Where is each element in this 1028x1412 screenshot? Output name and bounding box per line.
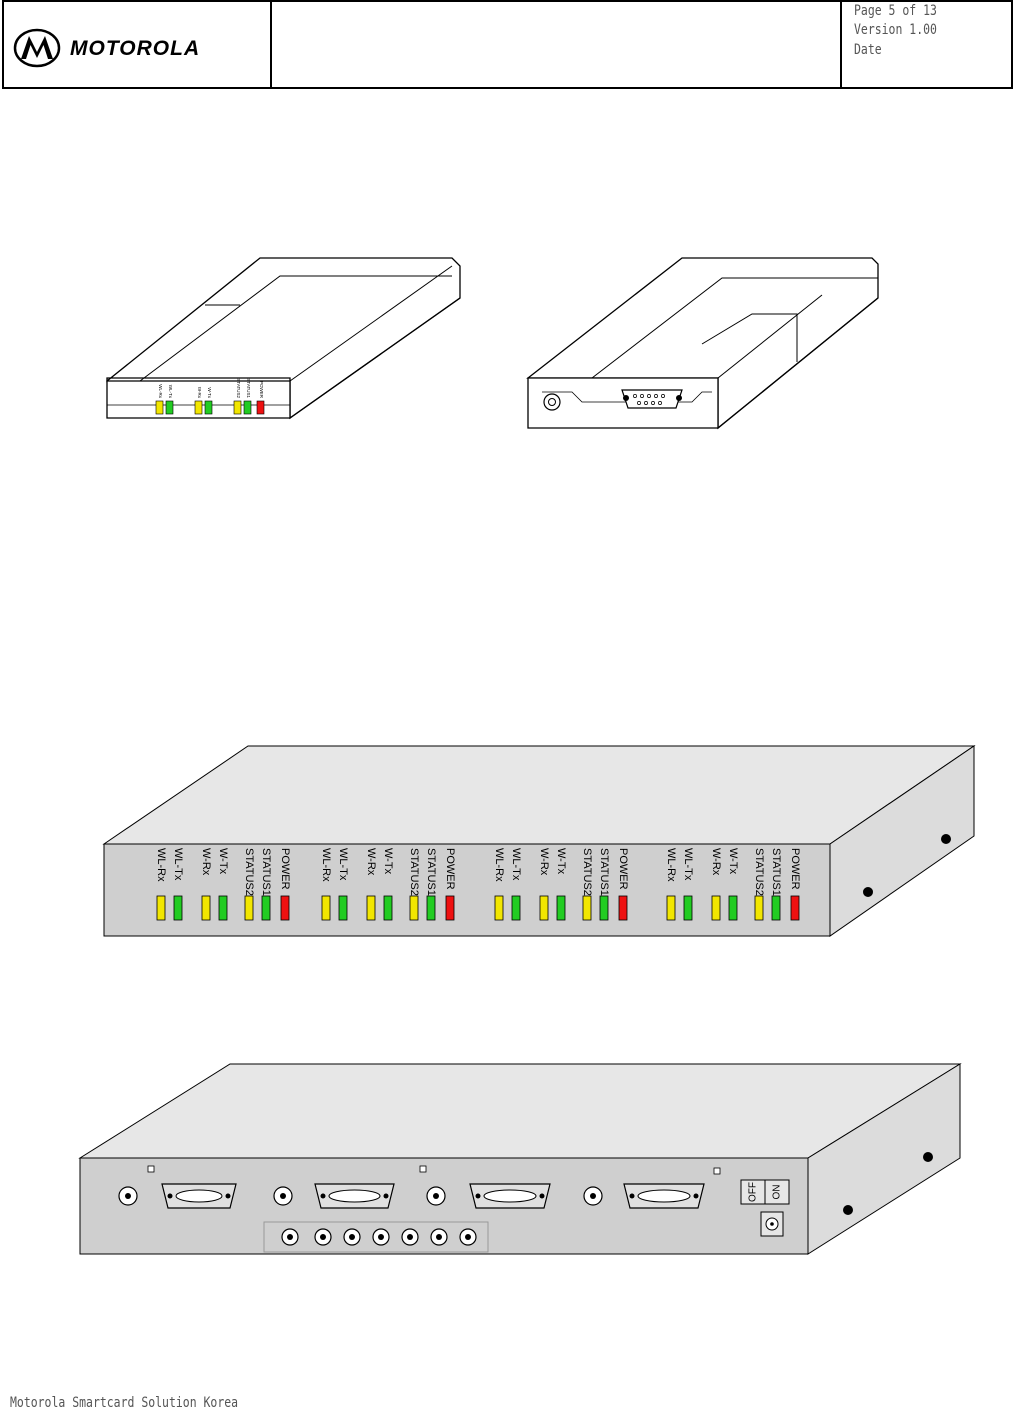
led-w-rx (366, 895, 376, 921)
led-label-status1: STATUS1 (246, 378, 251, 398)
led-label-power: POWER (279, 848, 291, 890)
led-status2 (409, 895, 419, 921)
led-wl-tx (338, 895, 348, 921)
led-label-wl-rx: WL-Rx (155, 848, 167, 882)
led-power (280, 895, 290, 921)
led-label-w-tx: W-Tx (217, 848, 229, 875)
led-wl-rx (494, 895, 504, 921)
led-label-w-tx: W-Tx (207, 387, 212, 398)
led-label-power: POWER (444, 848, 456, 890)
led-status2 (233, 400, 242, 415)
led-wl-rx (321, 895, 331, 921)
led-label-status1: STATUS1 (260, 848, 272, 896)
led-w-tx (728, 895, 738, 921)
led-status2 (582, 895, 592, 921)
led-w-rx (539, 895, 549, 921)
led-label-wl-tx: WL-Tx (510, 848, 522, 881)
led-label-status2: STATUS2 (753, 848, 765, 896)
header-table: MOTOROLA Page 5 of 13 Version 1.00 Date (2, 0, 1013, 89)
modem-front-leds: WL-Rx WL-Tx W-Rx W-Tx STATUS2 STATUS1 POWER (155, 378, 265, 415)
led-label-status2: STATUS2 (236, 378, 241, 398)
led-power (618, 895, 628, 921)
led-label-status1: STATUS1 (425, 848, 437, 896)
led-w-tx (204, 400, 213, 415)
logo-cell: MOTOROLA (4, 2, 272, 87)
rack-front-leds: WL-Rx WL-Tx W-Rx W-Tx STATUS2 STATUS1 POWER WL-… (155, 848, 801, 921)
led-power (790, 895, 800, 921)
led-label-status2: STATUS2 (408, 848, 420, 896)
led-label-w-rx: W-Rx (538, 848, 550, 876)
led-label-wl-rx: WL-Rx (320, 848, 332, 882)
led-label-status2: STATUS2 (243, 848, 255, 896)
led-status2 (244, 895, 254, 921)
led-status1 (426, 895, 436, 921)
led-label-w-rx: W-Rx (710, 848, 722, 876)
motorola-logo-icon (13, 28, 61, 68)
led-label-w-tx: W-Tx (727, 848, 739, 875)
led-wl-tx (165, 400, 174, 415)
led-w-rx (201, 895, 211, 921)
led-w-rx (711, 895, 721, 921)
led-label-w-rx: W-Rx (200, 848, 212, 876)
led-label-wl-tx: WL-Tx (168, 385, 173, 399)
led-label-status2: STATUS2 (581, 848, 593, 896)
led-wl-tx (511, 895, 521, 921)
led-power (445, 895, 455, 921)
date-label: Date (854, 42, 882, 58)
rack-front-drawing: WL-Rx WL-Tx W-Rx W-Tx STATUS2 STATUS1 POWER WL-… (102, 745, 976, 937)
led-label-wl-rx: WL-Rx (493, 848, 505, 882)
led-status2 (754, 895, 764, 921)
rack-rear-drawing: OFF ON (78, 1063, 962, 1255)
led-w-rx (194, 400, 203, 415)
led-status1 (261, 895, 271, 921)
led-wl-rx (155, 400, 164, 415)
led-wl-rx (156, 895, 166, 921)
modem-rear-drawing (526, 257, 879, 430)
brand-name: MOTOROLA (70, 37, 201, 60)
led-status1 (599, 895, 609, 921)
led-label-wl-rx: WL-Rx (665, 848, 677, 882)
led-wl-rx (666, 895, 676, 921)
led-label-wl-tx: WL-Tx (172, 848, 184, 881)
version-text: Version 1.00 (854, 22, 937, 38)
led-label-status1: STATUS1 (770, 848, 782, 896)
led-label-status1: STATUS1 (598, 848, 610, 896)
led-label-wl-tx: WL-Tx (682, 848, 694, 881)
led-status1 (243, 400, 252, 415)
led-label-wl-tx: WL-Tx (337, 848, 349, 881)
led-label-power: POWER (259, 381, 264, 399)
switch-off-label: OFF (748, 1182, 759, 1202)
footer-text: Motorola Smartcard Solution Korea (10, 1395, 239, 1411)
led-label-power: POWER (617, 848, 629, 890)
led-w-tx (383, 895, 393, 921)
power-connector-icon (760, 1211, 784, 1237)
led-power (256, 400, 265, 415)
led-label-w-tx: W-Tx (382, 848, 394, 875)
modem-front-drawing: WL-Rx WL-Tx W-Rx W-Tx STATUS2 STATUS1 POWER (106, 257, 461, 420)
led-status1 (771, 895, 781, 921)
led-label-w-rx: W-Rx (197, 387, 202, 399)
switch-on-label: ON (772, 1185, 783, 1200)
power-switch[interactable]: OFF ON (740, 1179, 790, 1205)
led-label-power: POWER (789, 848, 801, 890)
page-number: Page 5 of 13 (854, 3, 937, 19)
led-label-w-tx: W-Tx (555, 848, 567, 875)
serial-port-icon (621, 389, 683, 409)
led-label-wl-rx: WL-Rx (158, 384, 163, 398)
led-label-w-rx: W-Rx (365, 848, 377, 876)
rack-rear-ports (118, 1165, 721, 1246)
led-w-tx (218, 895, 228, 921)
led-w-tx (556, 895, 566, 921)
meta-cell: Page 5 of 13 Version 1.00 Date (840, 2, 1011, 87)
led-wl-tx (173, 895, 183, 921)
led-wl-tx (683, 895, 693, 921)
